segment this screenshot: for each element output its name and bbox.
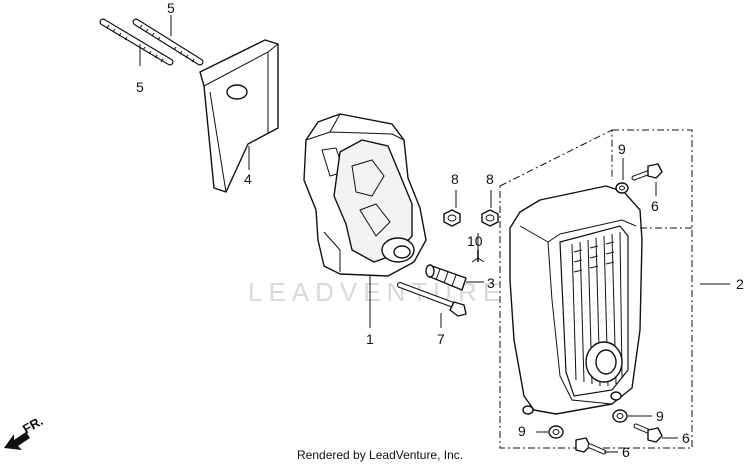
muffler (303, 113, 427, 328)
footer-credit: Rendered by LeadVenture, Inc. (297, 448, 463, 462)
callout-5-lower: 5 (136, 79, 144, 95)
front-direction-arrow (4, 432, 30, 450)
stud-bolt-lower (99, 18, 174, 66)
flange-bolt (397, 282, 467, 328)
callout-8-right: 8 (486, 171, 494, 187)
callout-6-lower-right: 6 (682, 430, 690, 446)
callout-9-lower-right: 9 (656, 408, 664, 424)
flange-nut-right (481, 190, 499, 227)
callout-9-lower-left: 9 (518, 423, 526, 439)
callout-1: 1 (366, 331, 374, 347)
callout-4: 4 (244, 171, 252, 187)
callout-10: 10 (467, 233, 483, 249)
lower-washer-left (536, 425, 564, 439)
stud-bolts (99, 15, 204, 66)
lower-bolt-left (575, 437, 618, 455)
callout-5-upper: 5 (167, 0, 175, 16)
flange-nut-left (443, 190, 461, 227)
muffler-cover (499, 129, 730, 449)
tapping-screw (471, 233, 485, 263)
heat-shield (199, 39, 279, 193)
callout-7: 7 (437, 331, 445, 347)
stud-bolt-upper (132, 18, 204, 66)
upper-washer (615, 158, 629, 194)
callout-6-lower-left: 6 (622, 444, 630, 460)
callout-6-upper: 6 (651, 198, 659, 214)
lower-washer-right (612, 409, 652, 423)
lower-bolt-right (633, 423, 678, 443)
callout-8-left: 8 (451, 171, 459, 187)
callout-2: 2 (736, 276, 744, 292)
spark-arrester (425, 264, 484, 291)
front-direction-label: FR. (20, 413, 46, 436)
callout-3: 3 (487, 275, 495, 291)
upper-bolt (631, 163, 663, 196)
callout-9-upper: 9 (618, 141, 626, 157)
